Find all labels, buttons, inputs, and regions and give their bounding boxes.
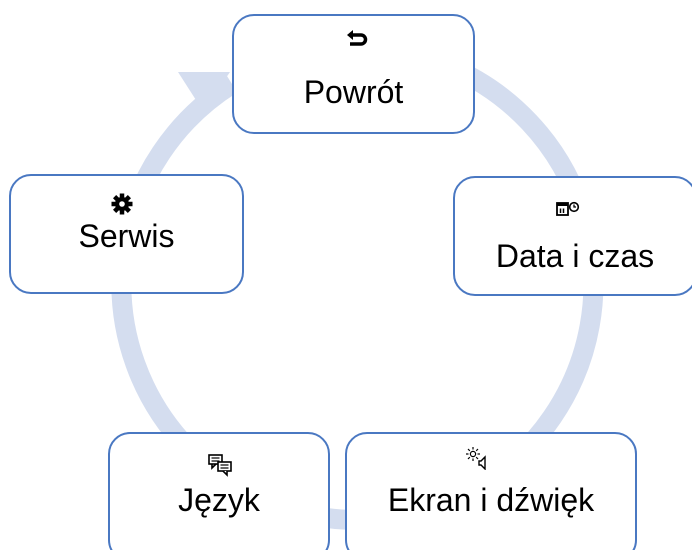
- calendar-clock-icon: [556, 201, 580, 216]
- node-label-powrot: Powrót: [303, 74, 404, 110]
- node-label-jezyk: Język: [178, 482, 260, 518]
- speech-bubbles-icon: [208, 454, 232, 477]
- undo-arrow-icon: [347, 30, 368, 46]
- node-serwis[interactable]: Serwis: [9, 174, 244, 294]
- gear-icon: [111, 193, 133, 215]
- node-jezyk[interactable]: Język: [108, 432, 330, 550]
- cycle-ring-arrowhead: [178, 72, 230, 111]
- node-label-serwis: Serwis: [78, 218, 175, 254]
- node-label-ekran-i-dzwiek: Ekran i dźwięk: [387, 482, 595, 518]
- node-label-data-i-czas: Data i czas: [495, 238, 655, 274]
- brightness-speaker-icon: [466, 447, 486, 470]
- node-data-i-czas[interactable]: Data i czas: [453, 176, 692, 296]
- node-powrot[interactable]: Powrót: [232, 14, 475, 134]
- node-ekran-i-dzwiek[interactable]: Ekran i dźwięk: [345, 432, 637, 550]
